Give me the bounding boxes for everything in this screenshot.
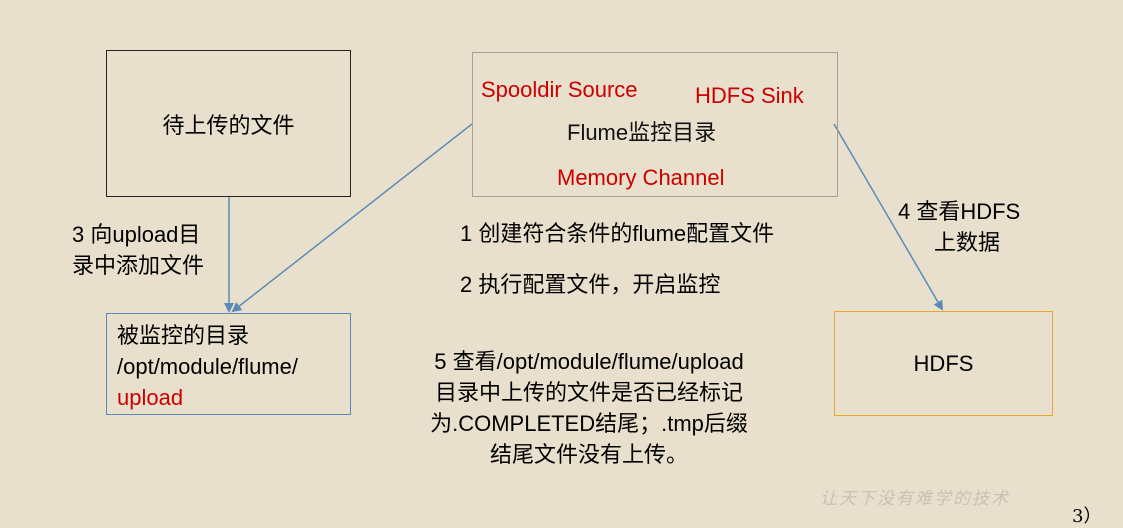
arrow-flume-to-hdfs — [833, 123, 944, 311]
hdfs-label: HDFS — [913, 350, 974, 376]
hdfs-box: HDFS — [834, 311, 1053, 416]
flume-monitor-title: Flume监控目录 — [567, 120, 717, 145]
step4-line1: 4 查看HDFS — [898, 199, 1021, 224]
step5-line4: 结尾文件没有上传。 — [489, 442, 688, 467]
step3-line2: 录中添加文件 — [72, 253, 205, 278]
step1-text: 1 创建符合条件的flume配置文件 — [460, 221, 775, 246]
step5-line2: 目录中上传的文件是否已经标记 — [434, 380, 743, 405]
step5-text: 5 查看/opt/module/flume/upload 目录中上传的文件是否已… — [403, 346, 775, 470]
page-number: 3） — [1072, 506, 1102, 527]
memory-channel-label: Memory Channel — [557, 165, 725, 190]
monitored-dir-box: 被监控的目录 /opt/module/flume/ upload — [106, 313, 351, 415]
monitored-dir-upload: upload — [117, 385, 184, 410]
step3-text: 3 向upload目 录中添加文件 — [72, 219, 204, 281]
hdfs-sink-label: HDFS Sink — [695, 83, 804, 108]
step5-line3: 为.COMPLETED结尾；.tmp后缀 — [430, 411, 748, 436]
step2-text: 2 执行配置文件，开启监控 — [460, 272, 721, 297]
step4-line2: 上数据 — [934, 230, 1001, 255]
flume-monitor-box: Spooldir Source HDFS Sink Flume监控目录 Memo… — [472, 52, 838, 197]
monitored-dir-title: 被监控的目录 — [117, 323, 250, 348]
monitored-dir-path: /opt/module/flume/ — [117, 354, 298, 379]
spooldir-source-label: Spooldir Source — [481, 77, 638, 102]
watermark-text: 让天下没有难学的技术 — [820, 489, 1010, 509]
step5-line1: 5 查看/opt/module/flume/upload — [434, 349, 744, 374]
files-to-upload-label: 待上传的文件 — [162, 112, 295, 138]
step3-line1: 3 向upload目 — [72, 222, 201, 247]
step4-text: 4 查看HDFS 上数据 — [898, 196, 1020, 258]
arrow-flume-to-upload — [231, 123, 473, 313]
files-to-upload-box: 待上传的文件 — [106, 50, 351, 197]
